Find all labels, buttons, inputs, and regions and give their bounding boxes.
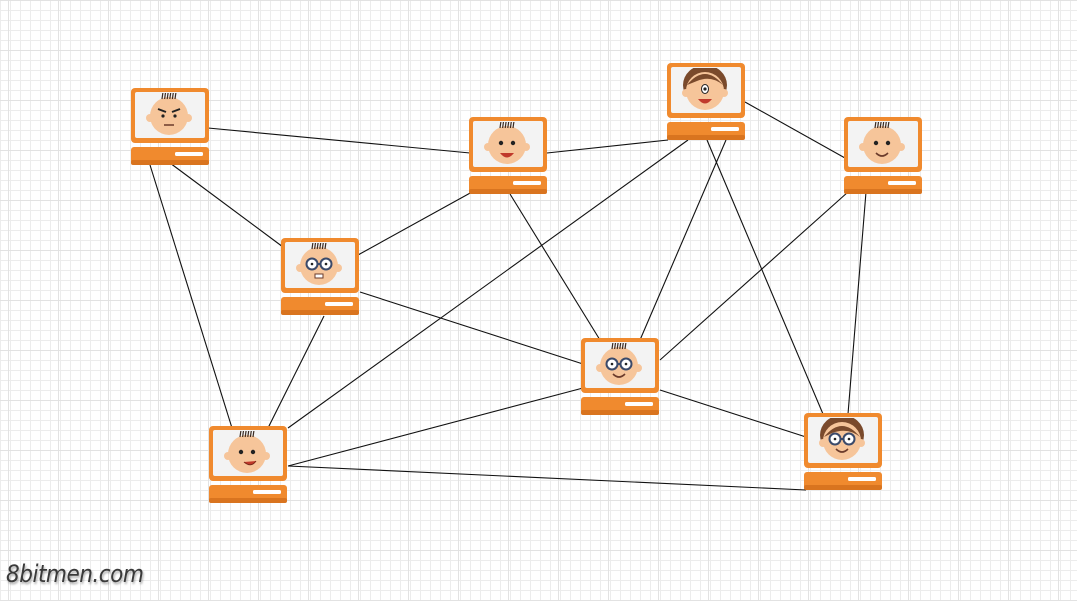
link-n2-n6	[509, 193, 601, 341]
link-n3-n8	[706, 139, 824, 415]
computer-node-n3	[667, 63, 747, 143]
link-n1-n5	[169, 162, 284, 248]
link-n2-n5	[357, 191, 473, 256]
computer-round-glasses-face-icon	[581, 338, 659, 415]
computer-node-n2	[469, 117, 549, 197]
computer-glasses-face-icon	[281, 238, 359, 315]
computer-woman-face-icon	[667, 63, 745, 140]
link-n5-n6	[359, 291, 584, 365]
computer-brunette-glasses-face-icon	[804, 413, 882, 490]
computer-smiling-face-icon	[844, 117, 922, 194]
link-n1-n7	[149, 164, 233, 429]
link-n3-n6	[639, 139, 727, 341]
link-n3-n4	[744, 101, 846, 159]
computer-node-n1	[131, 88, 211, 168]
computer-angry-face-icon	[131, 88, 209, 165]
link-n4-n8	[847, 191, 867, 415]
link-n2-n3	[546, 139, 669, 154]
link-n6-n7	[287, 387, 584, 467]
watermark: 8bitmen.com	[6, 560, 144, 588]
link-n7-n8	[287, 465, 807, 491]
computer-cheeky-face-icon	[209, 426, 287, 503]
computer-node-n5	[281, 238, 361, 318]
computer-node-n8	[804, 413, 884, 493]
computer-node-n4	[844, 117, 924, 197]
link-n1-n2	[207, 127, 471, 154]
link-n5-n7	[267, 315, 325, 429]
computer-happy-face-icon	[469, 117, 547, 194]
computer-node-n7	[209, 426, 289, 506]
computer-node-n6	[581, 338, 661, 418]
link-n4-n6	[659, 191, 849, 361]
link-n3-n7	[287, 139, 689, 429]
link-n6-n8	[659, 389, 807, 438]
